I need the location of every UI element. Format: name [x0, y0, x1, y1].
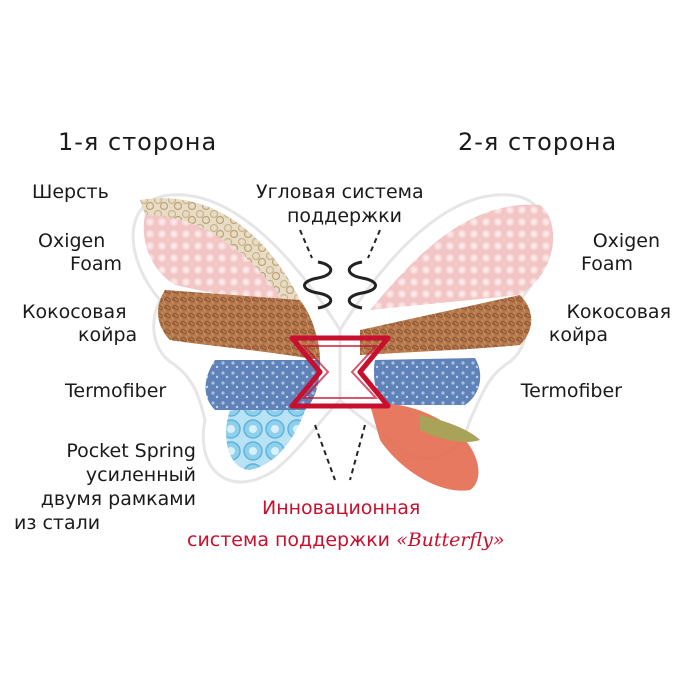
label-right-termofiber: Termofiber — [520, 380, 622, 402]
fabric-swatch — [370, 403, 479, 491]
label-left-oxigen-2: Foam — [70, 253, 123, 275]
label-right-coir-2: койра — [548, 324, 608, 346]
label-innovative-2-text: система поддержки — [187, 529, 391, 551]
pointer-lines — [299, 229, 381, 481]
right-corner-spring — [347, 260, 377, 310]
right-oxigen-foam-layer — [370, 204, 554, 310]
butterfly-support-frame — [289, 335, 391, 409]
label-right-oxigen-1: Oxigen — [592, 230, 660, 252]
label-innovative-2: система поддержки «Butterfly» — [187, 528, 505, 552]
label-butterfly-brand: «Butterfly» — [396, 529, 505, 551]
label-innovative-1: Инновационная — [262, 497, 421, 519]
side-2-heading: 2-я сторона — [458, 128, 618, 156]
label-left-termofiber: Termofiber — [65, 380, 167, 402]
label-right-coir-1: Кокосовая — [566, 301, 671, 323]
label-left-oxigen-1: Oxigen — [38, 230, 106, 252]
left-oxigen-foam-layer — [143, 215, 290, 310]
pocket-spring-layer — [226, 410, 305, 470]
label-pocket-4: из стали — [14, 512, 101, 534]
right-termofiber-layer — [373, 358, 481, 405]
label-left-coir-1: Кокосовая — [22, 301, 127, 323]
label-pocket-1: Pocket Spring — [66, 440, 196, 462]
left-termofiber-layer — [205, 360, 320, 410]
right-coir-layer — [360, 295, 532, 355]
side-1-heading: 1-я сторона — [58, 128, 218, 156]
label-wool: Шерсть — [32, 181, 109, 203]
wool-layer — [140, 198, 300, 305]
label-pocket-3: двумя рамками — [40, 488, 196, 510]
label-right-oxigen-2: Foam — [580, 253, 633, 275]
left-corner-spring — [303, 260, 333, 310]
fabric-leaf — [420, 415, 480, 442]
left-coir-layer — [158, 290, 320, 360]
label-pocket-2: усиленный — [85, 464, 196, 486]
label-corner-support-2: поддержки — [287, 205, 403, 227]
label-corner-support-1: Угловая система — [256, 181, 424, 203]
label-left-coir-2: койра — [78, 324, 138, 346]
